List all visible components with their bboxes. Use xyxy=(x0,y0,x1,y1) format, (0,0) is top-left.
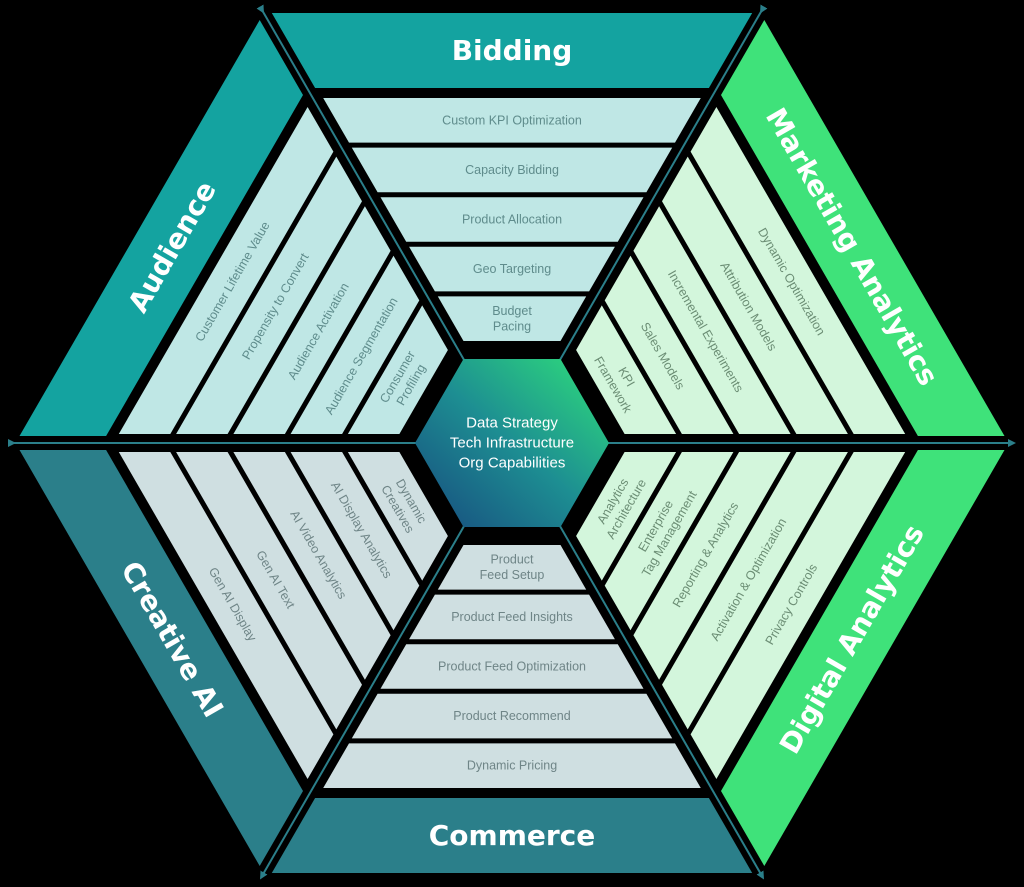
slot-commerce-4 xyxy=(409,594,615,640)
slot-label-commerce-2: Product Recommend xyxy=(453,709,570,723)
slot-creative-ai-2 xyxy=(176,452,362,730)
slot-digital-analytics-5 xyxy=(576,452,677,581)
slot-marketing-analytics-1 xyxy=(690,107,906,434)
band-bidding xyxy=(271,13,753,88)
slot-creative-ai-5 xyxy=(347,452,448,581)
slot-label-commerce-4: Product Feed Insights xyxy=(451,610,573,624)
slot-bidding-5 xyxy=(437,296,587,341)
slot-digital-analytics-4 xyxy=(604,452,734,631)
slot-commerce-3 xyxy=(380,644,644,689)
slot-creative-ai-4 xyxy=(290,452,420,631)
band-creative-ai xyxy=(19,450,303,866)
slot-label-bidding-1: Custom KPI Optimization xyxy=(442,113,582,127)
slot-marketing-analytics-4 xyxy=(604,255,734,434)
slot-commerce-5 xyxy=(437,545,587,590)
slot-bidding-3 xyxy=(380,197,644,242)
slot-commerce-1 xyxy=(323,743,701,788)
slot-audience-4 xyxy=(290,255,420,434)
band-commerce xyxy=(271,798,753,873)
slot-bidding-4 xyxy=(409,246,615,292)
slot-audience-3 xyxy=(233,206,391,434)
slot-digital-analytics-2 xyxy=(662,452,848,730)
slot-digital-analytics-3 xyxy=(633,452,791,680)
slot-commerce-2 xyxy=(351,693,673,739)
band-title-commerce: Commerce xyxy=(429,819,596,852)
slot-marketing-analytics-2 xyxy=(662,156,848,434)
slot-label-commerce-3: Product Feed Optimization xyxy=(438,660,586,674)
slot-bidding-2 xyxy=(351,147,673,193)
slot-label-bidding-4: Geo Targeting xyxy=(473,262,551,276)
band-marketing-analytics xyxy=(721,20,1005,436)
slot-marketing-analytics-5 xyxy=(576,305,677,434)
slot-bidding-1 xyxy=(323,98,701,143)
slot-audience-2 xyxy=(176,156,362,434)
band-title-bidding: Bidding xyxy=(452,34,573,67)
slot-creative-ai-1 xyxy=(118,452,334,779)
band-audience xyxy=(19,20,303,436)
slot-label-commerce-1: Dynamic Pricing xyxy=(467,759,557,773)
slot-digital-analytics-1 xyxy=(690,452,906,779)
slot-creative-ai-3 xyxy=(233,452,391,680)
slot-marketing-analytics-3 xyxy=(633,206,791,434)
slot-label-bidding-2: Capacity Bidding xyxy=(465,163,559,177)
core-hexagon-shape xyxy=(415,359,609,527)
slot-label-bidding-3: Product Allocation xyxy=(462,213,562,227)
segment-commerce: Commerce Dynamic Pricing Product Recommend… xyxy=(271,545,753,873)
slot-audience-1 xyxy=(118,107,334,434)
band-digital-analytics xyxy=(721,450,1005,866)
slot-audience-5 xyxy=(347,305,448,434)
